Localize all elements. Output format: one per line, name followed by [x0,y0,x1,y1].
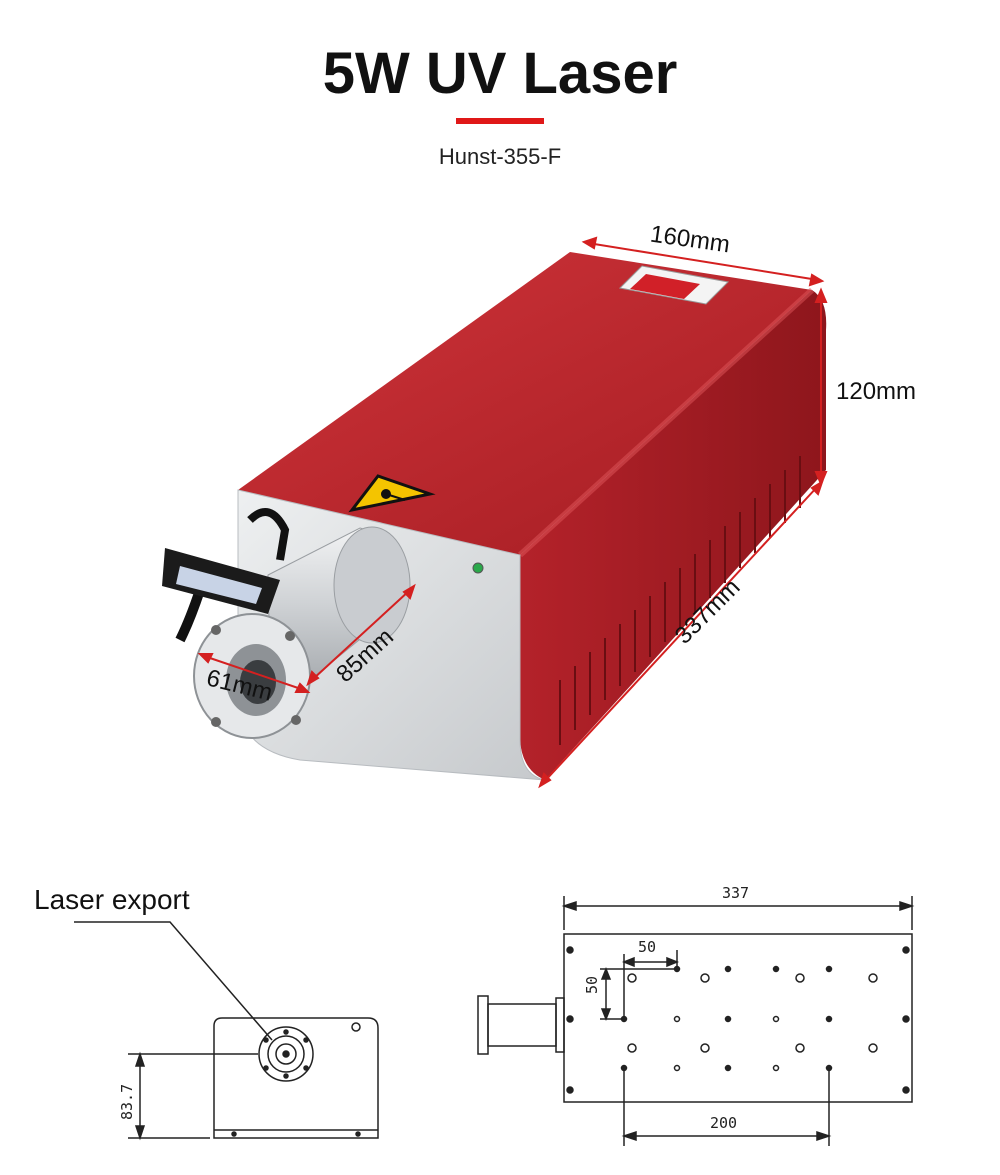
output-cylinder [267,526,411,681]
top-view-drawing [477,896,915,1146]
dimension-lines [197,236,828,789]
status-led [472,562,484,574]
dim-83-7-text: 83.7 [118,1084,136,1120]
title-underline [456,118,544,124]
model-name: Hunst-355-F [438,144,562,169]
housing-side-face [520,290,827,780]
dim-337-text: 337 [722,884,749,902]
front-view-drawing [74,921,379,1141]
dim-50-vertical-text: 50 [583,976,601,994]
vent-slots [559,456,801,745]
laser-warning-icon [348,474,436,513]
laser-product-illustration [162,236,828,789]
danger-sticker [618,265,730,305]
laser-export-callout: Laser export [34,884,190,915]
dim-200-text: 200 [710,1114,737,1132]
dim-50-horizontal-text: 50 [638,938,656,956]
page-title: 5W UV Laser [322,41,678,106]
output-flange [193,613,311,739]
dsub-connector [162,508,290,643]
dim-height-label: 120mm [836,378,917,405]
